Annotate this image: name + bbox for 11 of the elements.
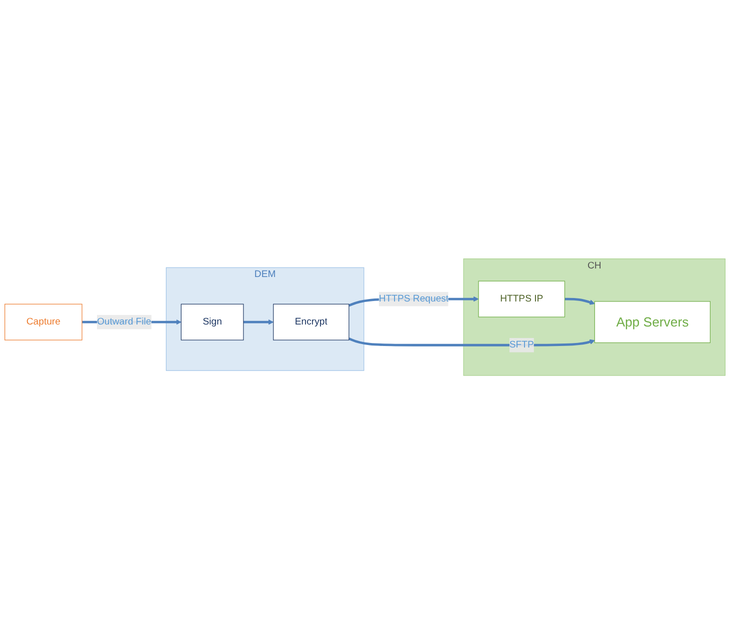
node-box: HTTPS IP: [478, 281, 566, 318]
edge-label: HTTPS Request: [378, 294, 449, 304]
node-box: Sign: [180, 304, 244, 341]
edge-label: Outward File: [96, 317, 152, 328]
arrow: [348, 338, 595, 347]
node-box: Capture: [4, 304, 82, 341]
arrow: [243, 320, 274, 326]
edge-label: SFTP: [509, 340, 534, 350]
arrow: [564, 298, 595, 306]
node-box: App Servers: [594, 301, 710, 344]
node-box: Encrypt: [273, 304, 350, 341]
